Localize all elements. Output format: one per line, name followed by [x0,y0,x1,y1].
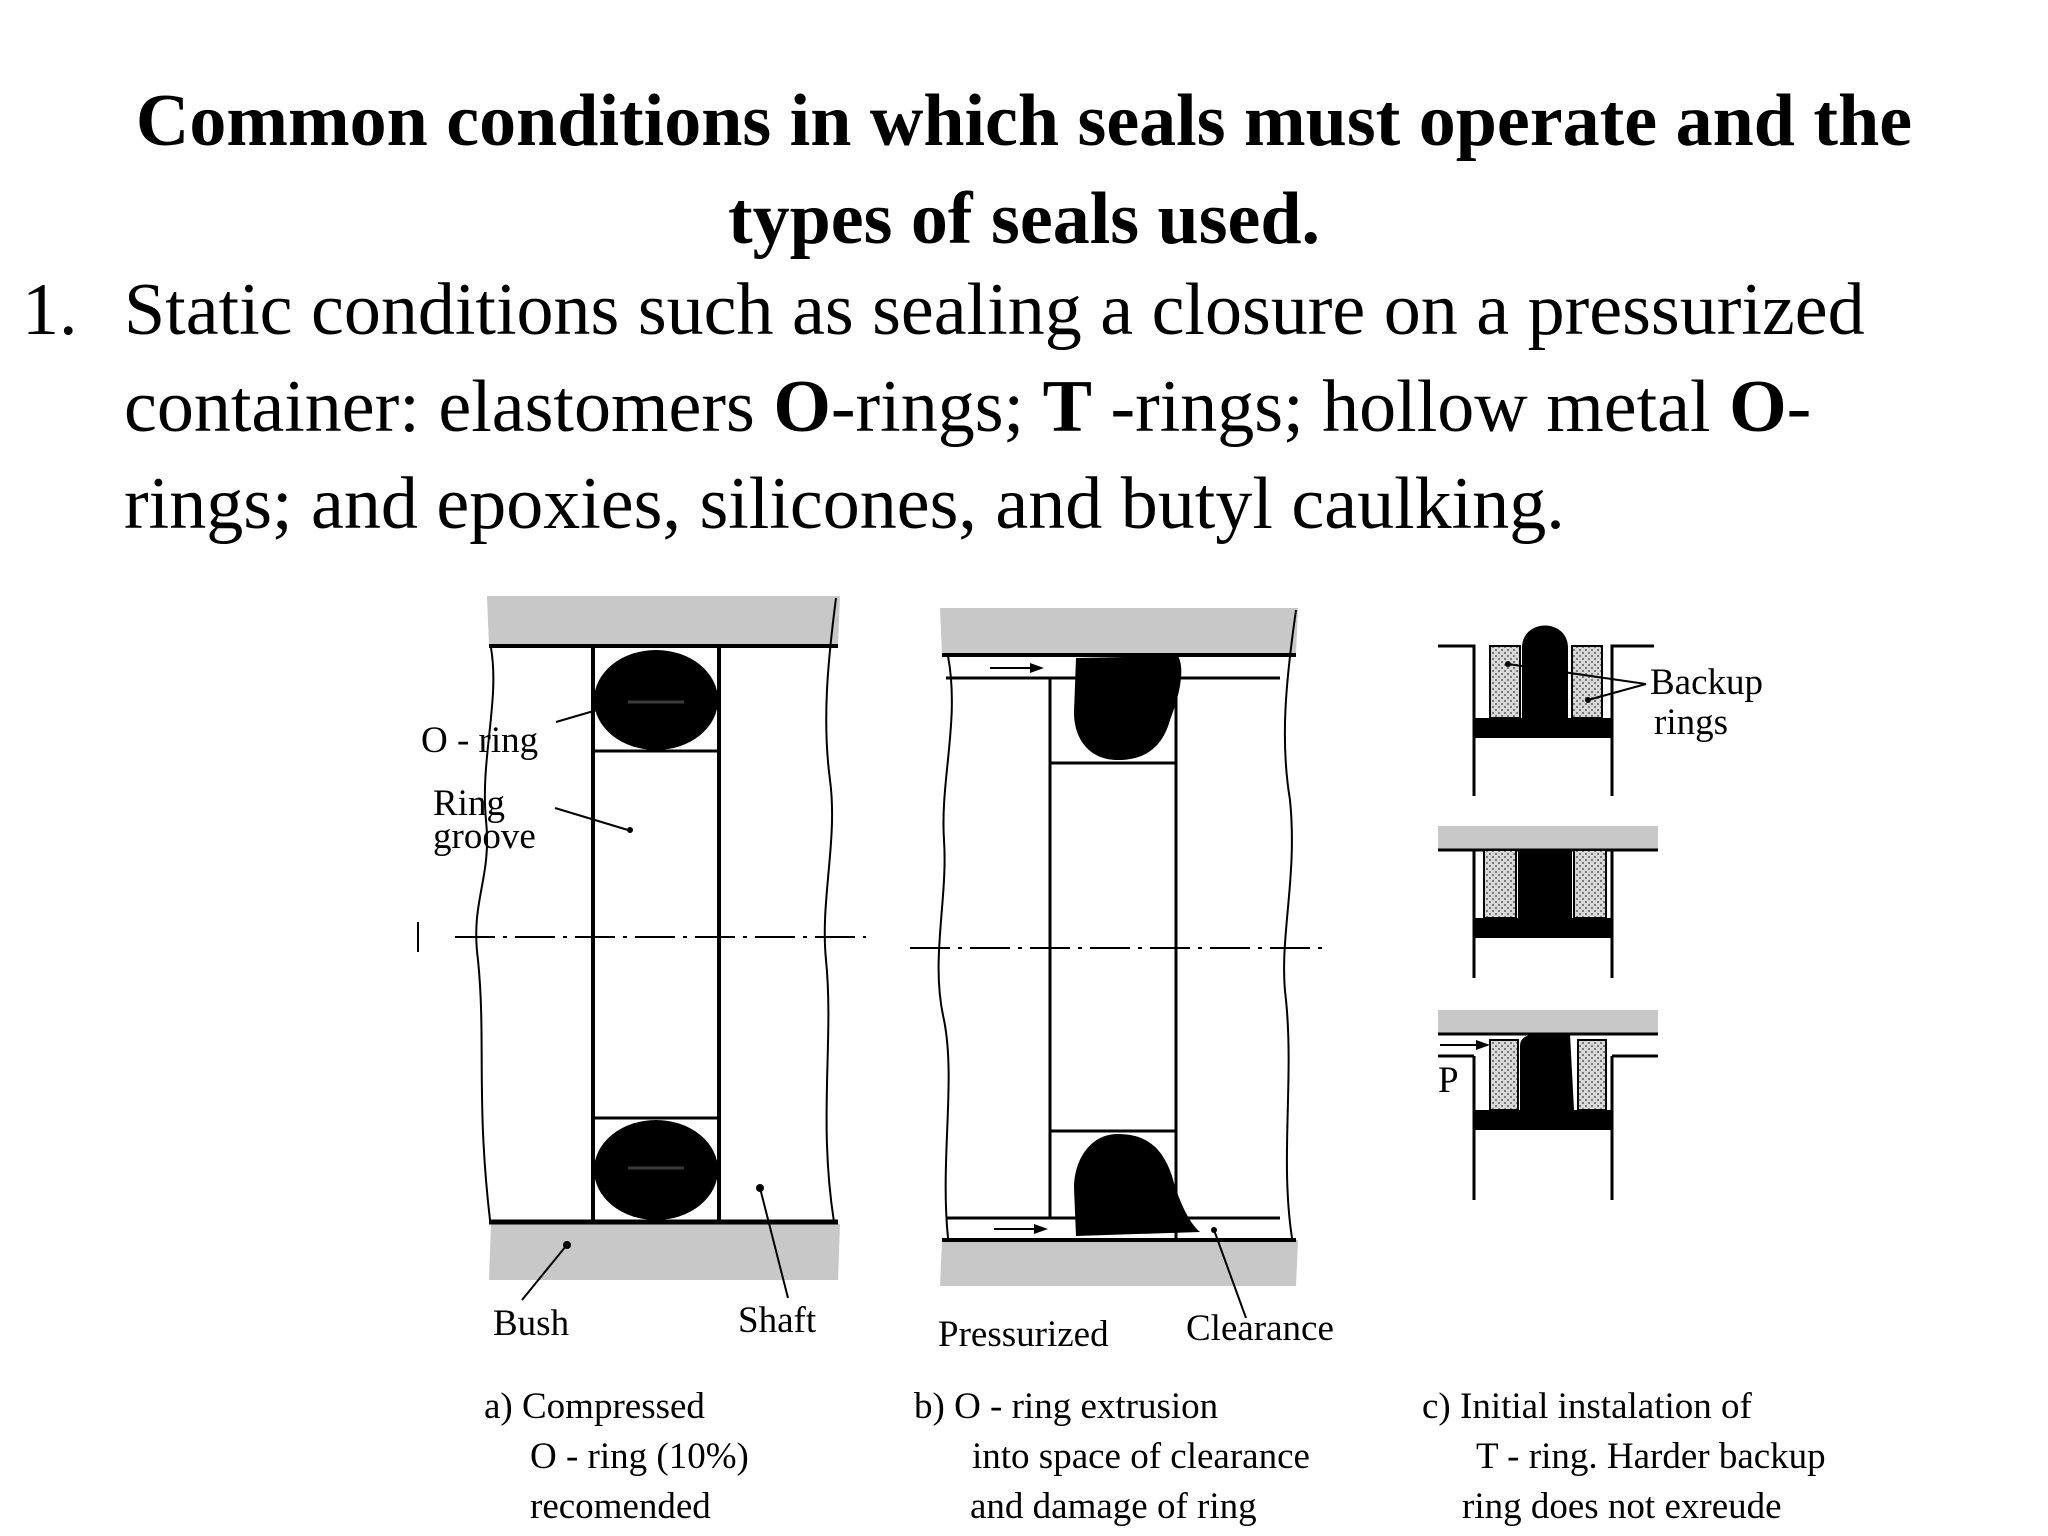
o-ring-bold: O [773,366,831,448]
label-clearance: Clearance [1186,1308,1334,1349]
ring-groove-leader [554,807,629,831]
bullet-text: Static conditions such as sealing a clos… [124,262,2034,553]
caption-c-line-1: c) Initial instalation of [1422,1386,1752,1427]
pressure-arrowhead-c [1476,1040,1490,1050]
bullet-line-2-part: -rings; hollow metal [1091,366,1730,448]
shaft-dot [756,1184,764,1192]
bullet-line-2-part: -rings; [830,366,1043,448]
backup-ring-left-3 [1489,1039,1519,1111]
bullet-line-2-part: - [1786,366,1812,448]
label-bush: Bush [493,1303,570,1344]
ring-groove [591,644,721,1224]
t-ring-base-2 [1474,918,1612,938]
t-ring-state-3 [1438,1010,1658,1200]
backup-dot-right [1585,697,1591,703]
pressure-arrowhead-top [1030,663,1044,673]
bush-leader [521,1245,567,1301]
ring-groove-dot [627,827,633,833]
label-pressurized: Pressurized [938,1314,1109,1355]
backup-leader-right [1587,683,1647,701]
label-backup: Backup [1650,662,1763,703]
backup-ring-right-2 [1573,849,1607,919]
caption-b-line-1: b) O - ring extrusion [914,1386,1218,1427]
bush-housing-bottom [489,1224,840,1280]
caption-a-line-3: recomended [530,1486,711,1527]
backup-ring-right-3 [1577,1039,1607,1111]
bush-housing-top [487,596,840,646]
figure-a: O - ring Ring groove Bush Shaft a) Compr… [417,596,866,1527]
housing-c-2 [1438,826,1658,850]
shaft-leader [759,1187,789,1299]
bullet-line-3: rings; and epoxies, silicones, and butyl… [124,463,1565,545]
t-ring-base-1 [1474,718,1612,738]
t-ring-state-1 [1438,625,1654,796]
backup-ring-left-1 [1489,645,1521,719]
housing-top-b [940,608,1298,654]
o-ring-leader [555,707,605,723]
clearance-leader [1213,1229,1247,1319]
groove-outline-1 [1438,644,1654,796]
slide-title: Common conditions in which seals must op… [0,72,2048,268]
label-pressure: P [1438,1060,1459,1101]
extruded-o-ring-top [1074,656,1182,760]
figure-c: Backup rings P c) Initial instalation of… [1422,625,1826,1527]
hollow-o-ring-bold: O [1729,366,1787,448]
caption-a-line-2: O - ring (10%) [530,1436,749,1477]
break-line-left-b [937,655,953,1239]
clearance-dot [1211,1227,1217,1233]
caption-c-line-2: T - ring. Harder backup [1476,1436,1826,1477]
caption-a-line-1: a) Compressed [484,1386,705,1427]
label-ring-groove-2: groove [433,816,536,857]
t-ring-stem-1 [1522,625,1568,718]
backup-dot-left [1505,661,1511,667]
label-ring-groove-1: Ring [433,783,505,824]
t-ring-stem-2 [1518,850,1572,920]
pressure-arrowhead-bottom [1034,1224,1048,1234]
title-line-1: Common conditions in which seals must op… [135,80,1913,162]
label-shaft: Shaft [738,1300,817,1341]
housing-c-3 [1438,1010,1658,1034]
figure-b: Pressurized Clearance b) O - ring extrus… [910,608,1334,1527]
t-ring-stem-3 [1520,1034,1574,1110]
backup-ring-right-1 [1571,645,1603,719]
o-ring-top [594,650,718,750]
break-line-right [823,597,837,1223]
bush-dot [563,1241,571,1249]
backup-leader-left [1507,663,1647,685]
bullet-number: 1. [22,269,78,351]
o-ring-bottom [594,1120,718,1220]
t-ring-state-2 [1438,826,1658,978]
bullet-line-2-part: container: elastomers [124,366,774,448]
extruded-o-ring-bottom [1074,1134,1200,1236]
break-line-right-b [1283,609,1297,1239]
caption-c-line-3: ring does not exreude [1462,1486,1782,1527]
t-ring-bold: T [1042,366,1092,448]
bullet-line-2: container: elastomers O-rings; T -rings;… [124,359,2034,456]
t-ring-base-3 [1474,1110,1612,1130]
caption-b-line-2: into space of clearance [972,1436,1310,1477]
housing-bottom-b [940,1240,1298,1286]
caption-b-line-3: and damage of ring [970,1486,1257,1527]
break-line-left [475,647,495,1221]
title-line-2: types of seals used. [727,178,1321,260]
label-o-ring: O - ring [421,720,538,761]
bullet-line-1: Static conditions such as sealing a clos… [124,269,1865,351]
label-rings: rings [1654,702,1728,743]
backup-ring-left-2 [1483,849,1517,919]
